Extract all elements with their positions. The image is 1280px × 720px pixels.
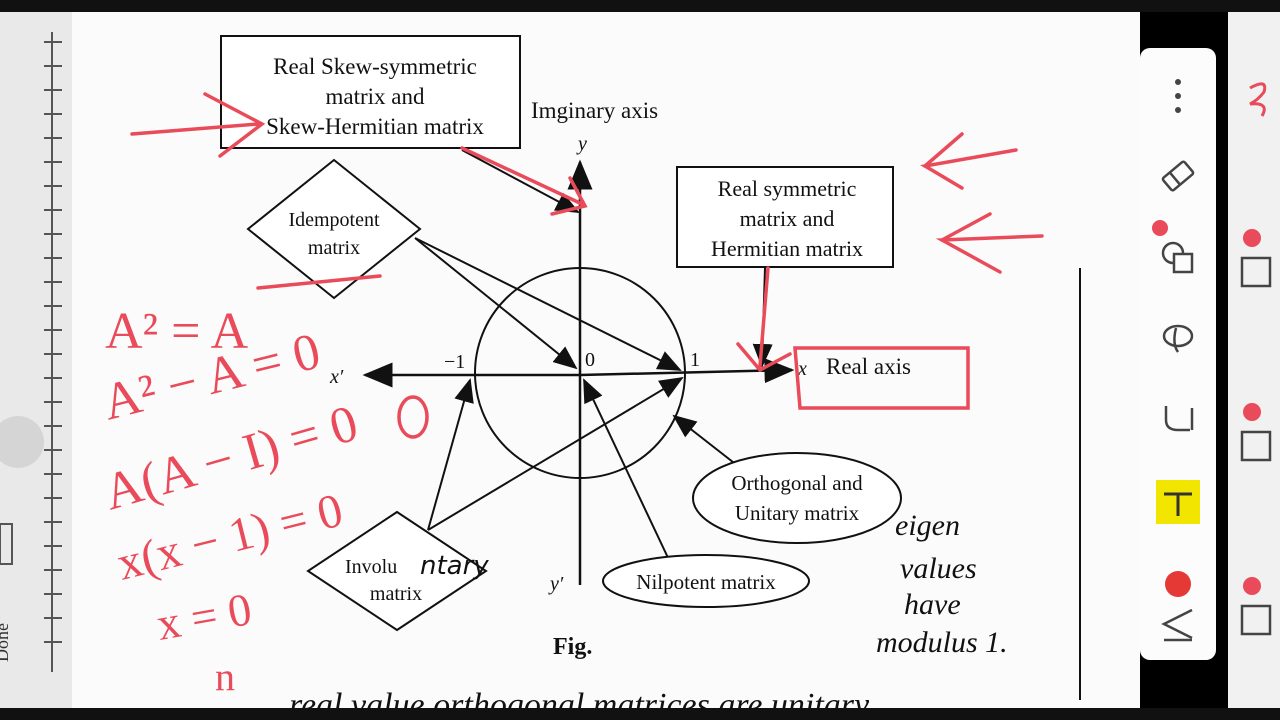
more-icon[interactable] xyxy=(1156,74,1200,118)
ruler-ticks: Done xyxy=(0,32,62,672)
orthogonal-line-1: Orthogonal and xyxy=(731,471,863,495)
involutary-handwritten: ntary xyxy=(420,551,489,581)
symmetric-line-3: Hermitian matrix xyxy=(711,236,863,261)
eraser-icon[interactable] xyxy=(1156,154,1200,198)
side-shape-icon-2[interactable] xyxy=(1240,430,1272,462)
idempotent-line-1: Idempotent xyxy=(288,209,380,231)
arrow-nilpotent xyxy=(583,378,671,563)
side-tab[interactable] xyxy=(0,523,13,565)
skew-line-1: Real Skew-symmetric xyxy=(273,54,477,79)
ink-scribble xyxy=(1249,82,1267,117)
diagram-canvas: Real Skew-symmetric matrix and Skew-Herm… xyxy=(97,35,1081,720)
real-axis-box xyxy=(793,346,970,410)
right-side-panel xyxy=(1228,12,1280,708)
ink-underline-idempotent xyxy=(256,274,382,290)
ink-arrow-right-2b xyxy=(940,212,992,242)
one-label: 1 xyxy=(690,349,700,371)
idempotent-line-2: matrix xyxy=(308,237,360,259)
side-shape-icon-1[interactable] xyxy=(1240,256,1272,288)
arrow-idempotent-1 xyxy=(414,237,682,371)
left-margin-strip: Done xyxy=(0,12,72,708)
imaginary-axis-label: Imginary axis xyxy=(531,98,658,123)
eigen-line-4: modulus 1. xyxy=(876,626,1008,659)
side-badge-3 xyxy=(1243,577,1261,595)
arrow-involutary-1 xyxy=(427,376,684,531)
annotation-toolbar xyxy=(1140,48,1216,660)
ink-arrow-down xyxy=(758,266,770,368)
ink-arrow-y xyxy=(460,146,584,206)
unit-circle xyxy=(474,267,686,479)
nilpotent-label: Nilpotent matrix xyxy=(636,570,776,594)
cut-off-text: ... real value orthogonal matrices are u… xyxy=(255,687,870,708)
x-axis-positive xyxy=(579,358,795,384)
arrow-involutary-minus1 xyxy=(427,378,474,531)
eigen-note: eigen values have modulus 1. xyxy=(876,509,1008,659)
involutary-line-2: matrix xyxy=(370,583,422,605)
symmetric-line-2: matrix and xyxy=(740,206,835,231)
side-shape-icon-3[interactable] xyxy=(1240,604,1272,636)
skew-line-3: Skew-Hermitian matrix xyxy=(266,114,484,139)
text-icon[interactable] xyxy=(1156,602,1200,646)
arrow-orthogonal xyxy=(672,414,739,467)
figure-caption: Fig. xyxy=(553,634,592,660)
ink-arrowhead-skew xyxy=(203,92,266,158)
top-bar xyxy=(0,0,1280,12)
nilpotent-ellipse xyxy=(602,554,810,608)
involutary-diamond xyxy=(306,510,488,632)
orthogonal-ellipse xyxy=(692,452,902,544)
y-label: y xyxy=(576,133,587,155)
document-page: Real Skew-symmetric matrix and Skew-Herm… xyxy=(72,12,1140,720)
y-prime-label: y′ xyxy=(548,573,564,595)
eq-6: n xyxy=(215,654,235,699)
symmetric-box xyxy=(676,166,894,268)
side-badge-2 xyxy=(1243,403,1261,421)
highlighter-icon[interactable] xyxy=(1156,480,1200,524)
ink-zero-circle xyxy=(397,395,429,439)
symmetric-line-1: Real symmetric xyxy=(718,176,857,201)
involutary-line-1: Involu xyxy=(345,556,397,578)
shapes-badge xyxy=(1152,220,1168,236)
arrow-idempotent-0 xyxy=(414,237,578,370)
eigen-line-1: eigen xyxy=(895,509,960,542)
done-label[interactable]: Done xyxy=(0,623,12,662)
zero-label: 0 xyxy=(585,349,595,371)
bottom-bar xyxy=(0,708,1280,720)
scroll-handle[interactable] xyxy=(0,416,44,468)
lasso-icon[interactable] xyxy=(1156,316,1200,360)
skew-box xyxy=(220,35,521,149)
arrow-skew xyxy=(461,149,580,213)
eq-1: A² = A xyxy=(105,303,249,360)
x-label: x xyxy=(797,358,807,380)
red-ink-marks xyxy=(130,92,1044,439)
eq-5: x = 0 xyxy=(153,583,255,650)
shapes-icon[interactable] xyxy=(1156,236,1200,280)
underline-icon[interactable] xyxy=(1156,396,1200,440)
side-badge-1 xyxy=(1243,229,1261,247)
handwritten-equations: A² = A A² − A = 0 A(A − I) = 0 x(x − 1) … xyxy=(97,303,364,699)
ink-arrowhead-down xyxy=(736,342,792,373)
real-axis-label: Real axis xyxy=(826,354,911,379)
eigen-line-2: values xyxy=(900,552,977,585)
skew-line-2: matrix and xyxy=(326,84,425,109)
idempotent-diamond xyxy=(246,158,422,300)
orthogonal-line-2: Unitary matrix xyxy=(735,501,860,525)
ink-arrow-skew xyxy=(130,122,260,136)
eigen-line-3: have xyxy=(904,588,961,621)
minus-one-label: −1 xyxy=(444,351,465,373)
x-prime-label: x′ xyxy=(329,366,344,388)
ink-arrow-right-2 xyxy=(935,234,1044,274)
ink-arrow-right-1b xyxy=(923,132,964,168)
ink-arrowhead-y xyxy=(550,176,588,216)
record-icon[interactable] xyxy=(1156,562,1200,606)
